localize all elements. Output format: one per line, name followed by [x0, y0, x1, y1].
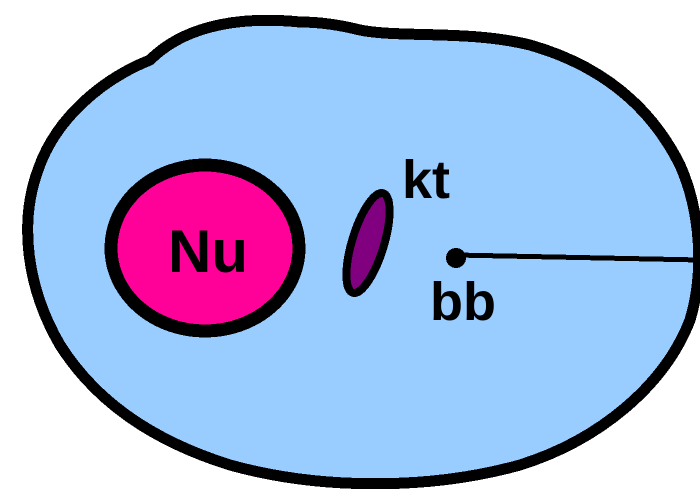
basal-body-label: bb [430, 272, 496, 332]
nucleus-label: Nu [168, 218, 248, 285]
flagellum [455, 252, 700, 263]
nucleus [104, 158, 306, 338]
basal-body [446, 248, 466, 268]
kinetoplast-label: kt [402, 150, 450, 210]
kinetoplast [342, 189, 394, 297]
